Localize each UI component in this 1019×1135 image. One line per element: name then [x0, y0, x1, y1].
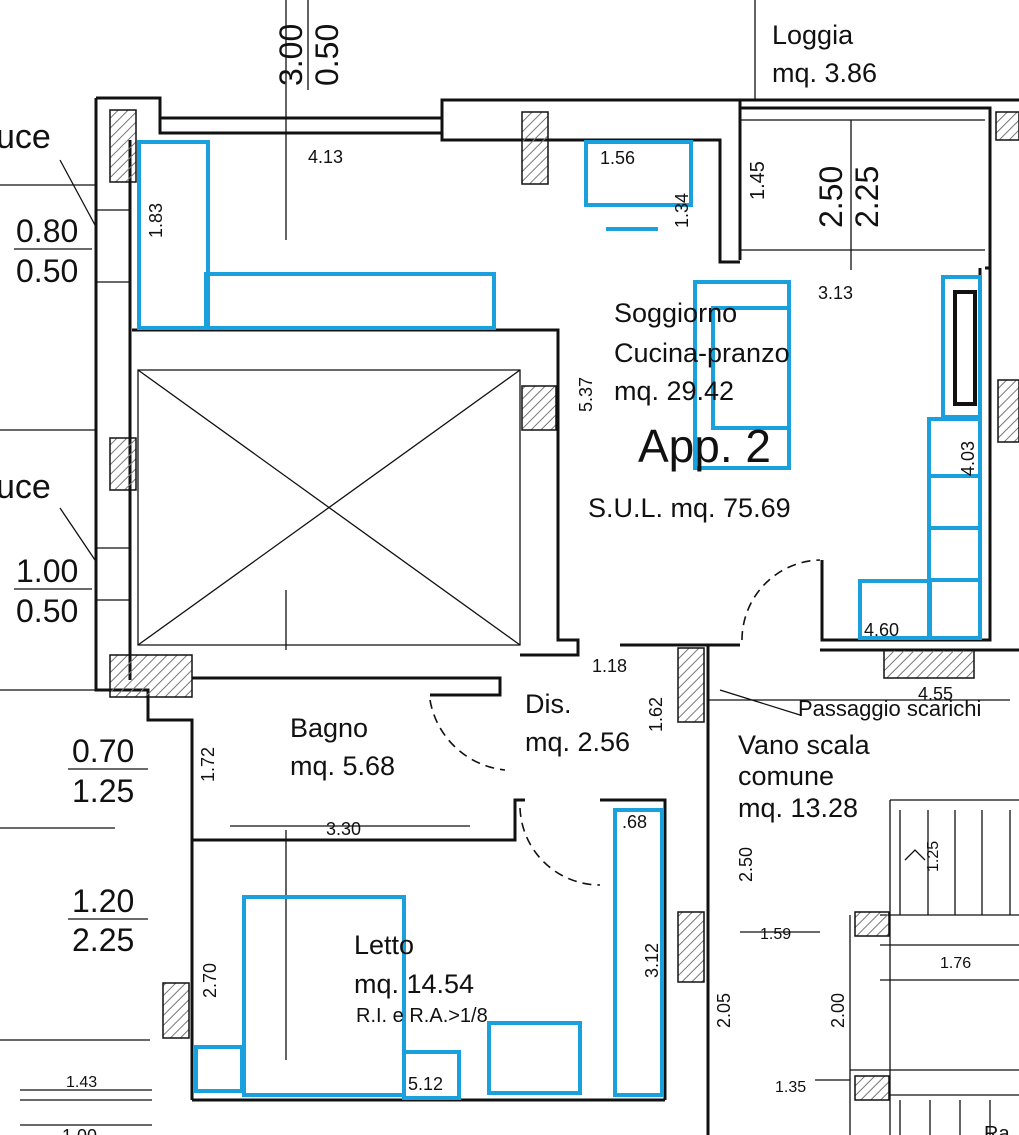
- dim-3-30: 3.30: [326, 819, 361, 839]
- ratio-0-50-b: 0.50: [16, 593, 78, 629]
- loggia-area: mq. 3.86: [772, 58, 877, 88]
- dim-1-56: 1.56: [600, 148, 635, 168]
- dim-2-70: 2.70: [200, 963, 220, 998]
- dim-1-59: 1.59: [760, 926, 791, 943]
- dis-area: mq. 2.56: [525, 727, 630, 757]
- kitchen-counter-left: [137, 140, 210, 330]
- soggiorno-area: mq. 29.42: [614, 376, 734, 406]
- dim-1-35: 1.35: [775, 1079, 806, 1096]
- cucina-name: Cucina-pranzo: [614, 338, 790, 368]
- ratio-1-25: 1.25: [72, 773, 134, 809]
- desk: [487, 1021, 582, 1095]
- wardrobe: [613, 808, 664, 1097]
- ratio-0-70: 0.70: [72, 733, 134, 769]
- dim-3-12: 3.12: [642, 943, 662, 978]
- dim-3-13: 3.13: [818, 283, 853, 303]
- dim-1-00: 1.00: [62, 1126, 97, 1135]
- dim-0-68: .68: [622, 812, 647, 832]
- dim-1-43: 1.43: [66, 1074, 97, 1091]
- luce-label-1: uce: [0, 118, 51, 156]
- passaggio-scarichi: Passaggio scarichi: [798, 696, 981, 721]
- vano-scala-name: Vano scala: [738, 730, 871, 760]
- ratio-1-20: 1.20: [72, 883, 134, 919]
- dim-1-45: 1.45: [747, 161, 769, 200]
- dim-4-13: 4.13: [308, 147, 343, 167]
- dim-1-62: 1.62: [646, 697, 666, 732]
- bed: [242, 895, 406, 1097]
- bagno-area: mq. 5.68: [290, 751, 395, 781]
- dim-1-18: 1.18: [592, 656, 627, 676]
- dim-5-37: 5.37: [576, 377, 596, 412]
- kitchen-counter-main: [204, 272, 496, 330]
- ratio-2-50: 2.50: [813, 166, 849, 228]
- room-labels: Loggia mq. 3.86 Soggiorno Cucina-pranzo …: [0, 20, 981, 1027]
- window-ratios: 0.80 0.50 1.00 0.50 0.70 1.25 1.20 2.25 …: [14, 0, 885, 958]
- dim-2-05: 2.05: [714, 993, 734, 1028]
- luce-label-2: uce: [0, 468, 51, 506]
- nightstand-left: [194, 1045, 244, 1093]
- dim-4-55: 4.55: [918, 684, 953, 704]
- ratio-1-00: 1.00: [16, 553, 78, 589]
- dim-2-00: 2.00: [828, 993, 848, 1028]
- bagno-name: Bagno: [290, 713, 368, 743]
- dis-name: Dis.: [525, 689, 572, 719]
- dim-5-12: 5.12: [408, 1074, 443, 1094]
- letto-note: R.I. e R.A.>1/8: [356, 1005, 488, 1027]
- loggia-name: Loggia: [772, 20, 854, 50]
- dim-1-34: 1.34: [672, 193, 692, 228]
- sofa-corner: [858, 579, 932, 640]
- sul-label: S.U.L. mq. 75.69: [588, 493, 791, 523]
- ratio-0-50-a: 0.50: [16, 253, 78, 289]
- soggiorno-name: Soggiorno: [614, 298, 737, 328]
- ratio-0-50-c: 0.50: [309, 24, 345, 86]
- nightstand-right: [402, 1050, 461, 1100]
- ratio-2-25: 2.25: [72, 922, 134, 958]
- dimensions: 4.13 1.83 1.56 1.34 1.45 3.13 5.37 4.03 …: [62, 147, 1010, 1135]
- dim-4-60: 4.60: [864, 620, 899, 640]
- furniture: [137, 140, 982, 1100]
- dim-1-72: 1.72: [198, 747, 218, 782]
- vano-scala-name2: comune: [738, 761, 834, 791]
- dim-2-50: 2.50: [736, 847, 756, 882]
- dim-4-03: 4.03: [958, 441, 978, 476]
- ratio-2-25-b: 2.25: [849, 166, 885, 228]
- stair-label-ra: Ra: [984, 1123, 1010, 1135]
- pillars: [109, 109, 1019, 1101]
- shelf-top: [584, 140, 693, 207]
- letto-area: mq. 14.54: [354, 969, 474, 999]
- vano-scala-area: mq. 13.28: [738, 793, 858, 823]
- door-swings: [429, 559, 821, 886]
- dim-1-83: 1.83: [146, 203, 166, 238]
- apartment-label: App. 2: [638, 420, 771, 472]
- dim-1-76: 1.76: [940, 955, 971, 972]
- letto-name: Letto: [354, 930, 414, 960]
- dim-1-25: 1.25: [925, 841, 942, 872]
- ratio-3-00: 3.00: [273, 24, 309, 86]
- ratio-0-80: 0.80: [16, 213, 78, 249]
